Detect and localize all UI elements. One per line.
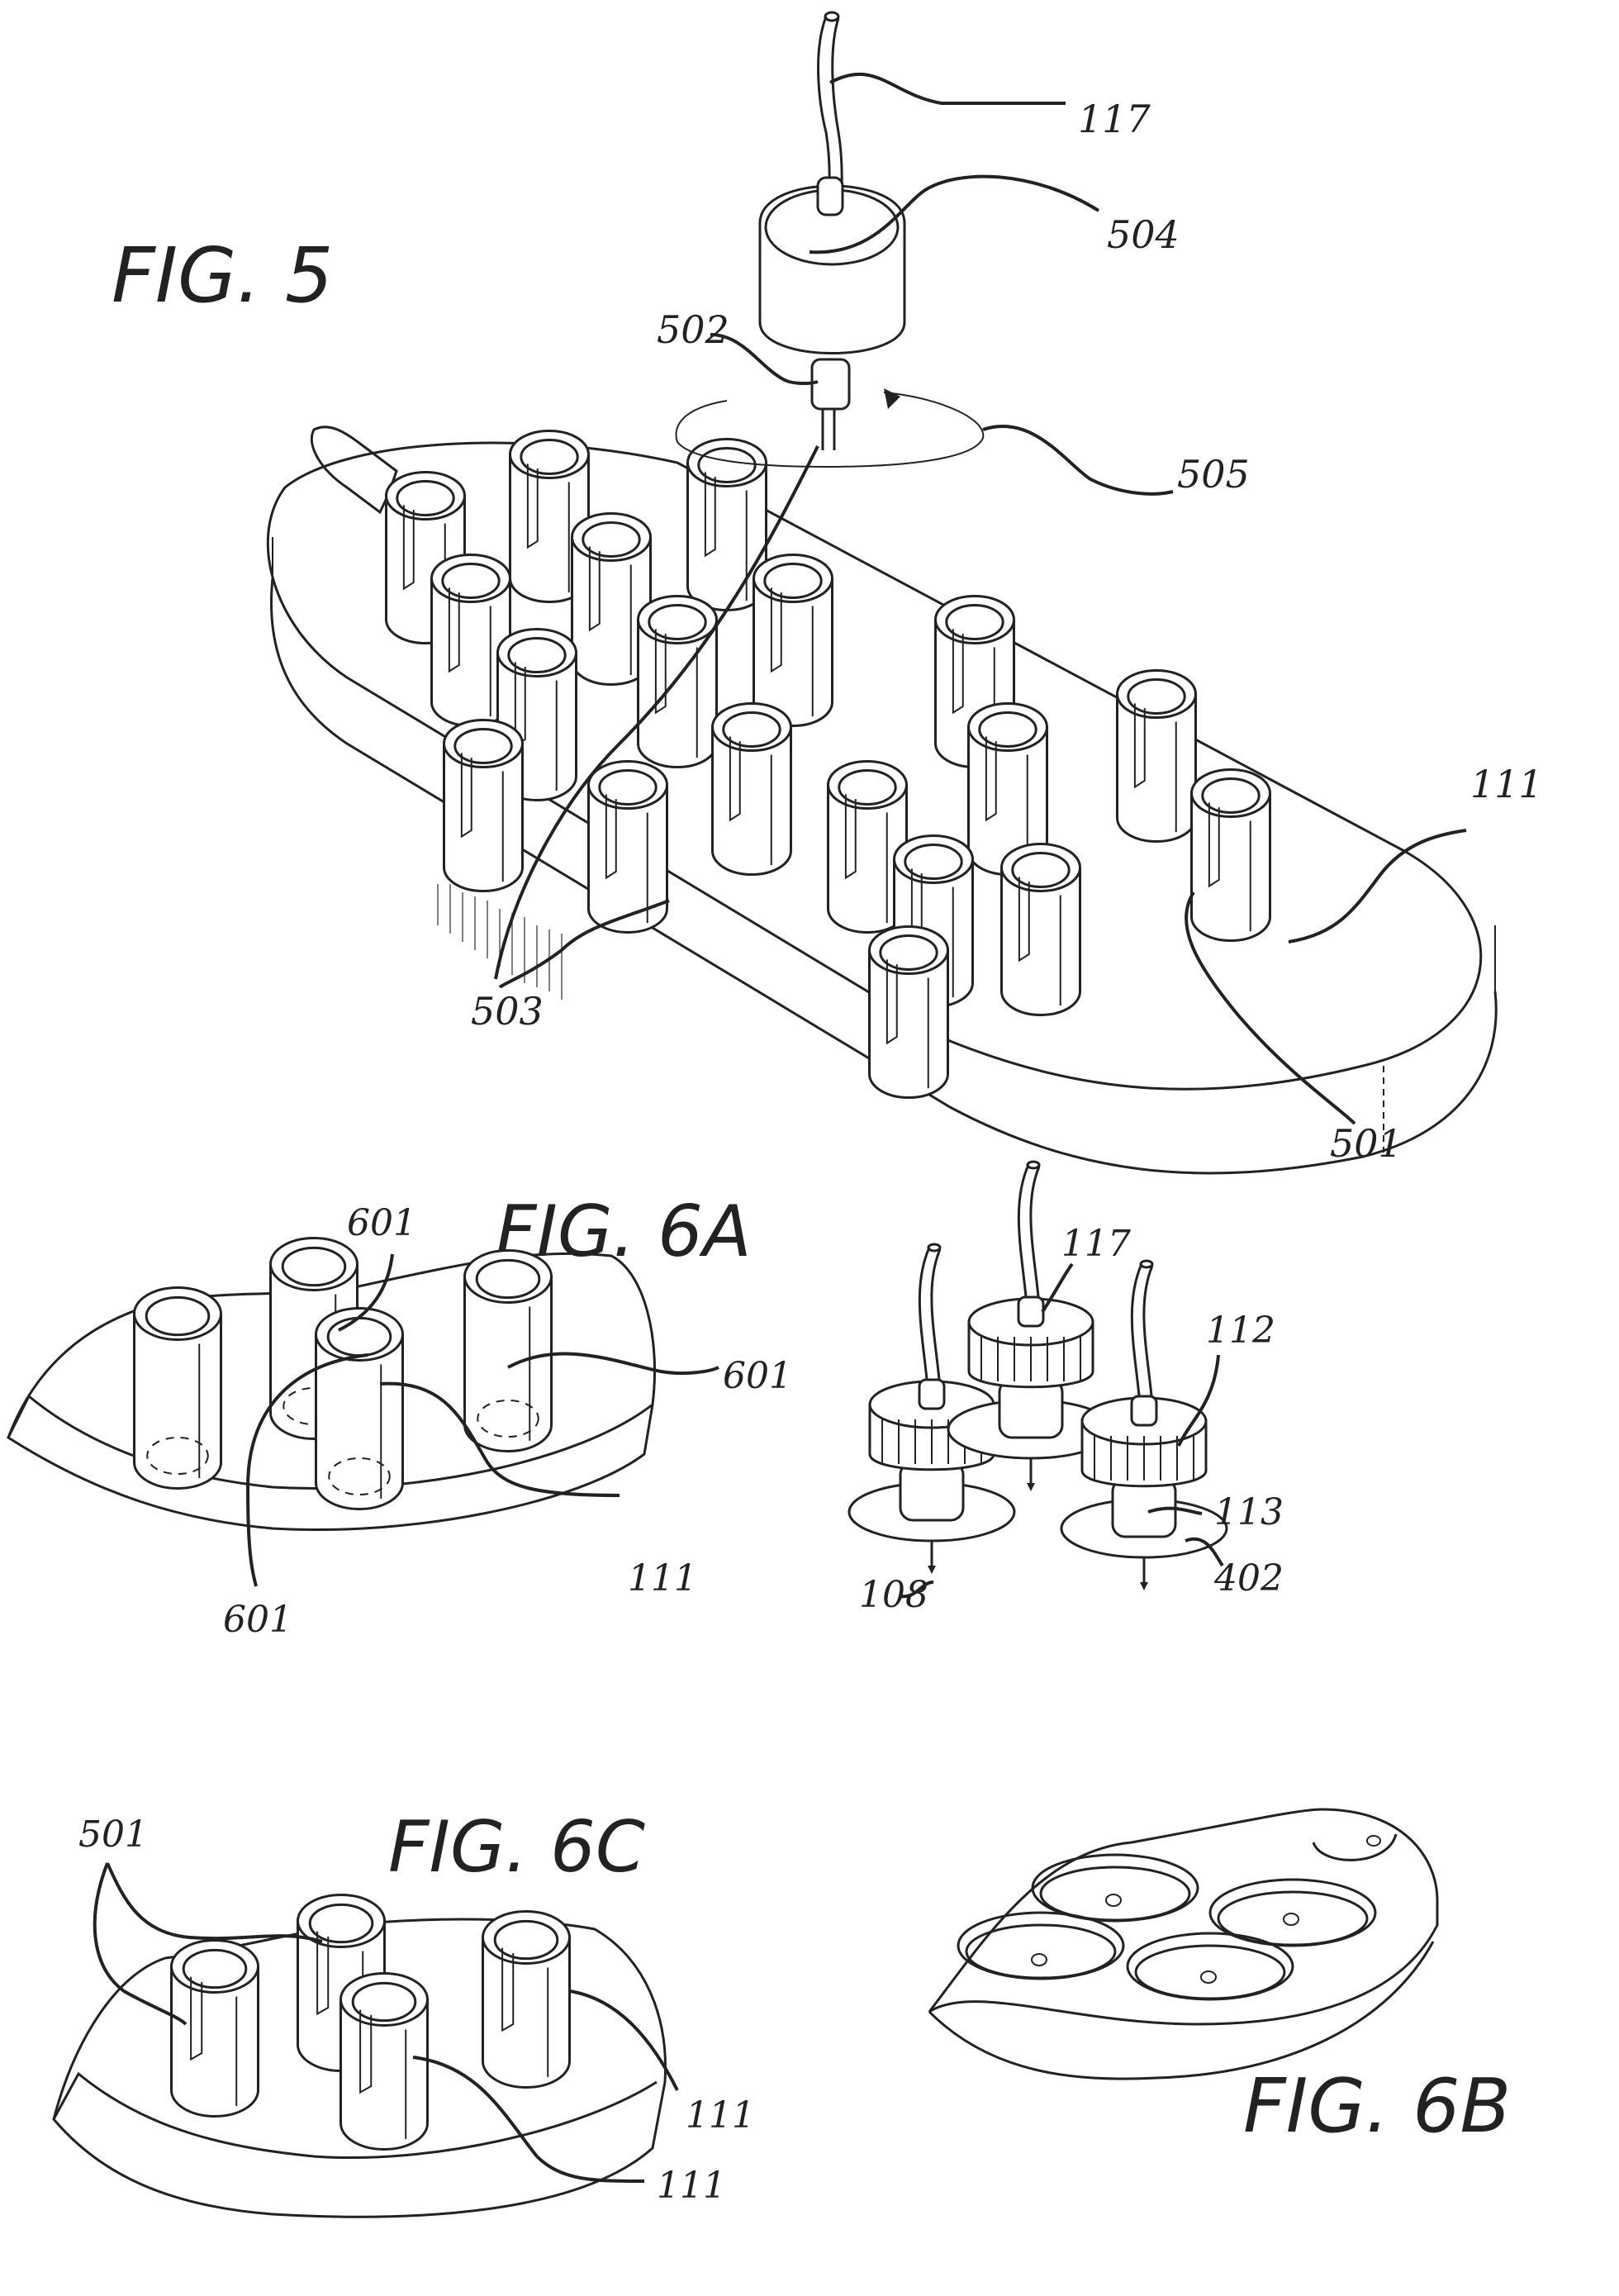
fig5-vial <box>1118 671 1196 842</box>
fig6a-ref-111: 111 <box>628 1557 697 1600</box>
figure-5: FIG. 5 <box>112 12 1543 1173</box>
fig6b-wells <box>958 1834 1396 1999</box>
fig5-inlet-tube <box>311 427 396 512</box>
fig6c-label: FIG. 6C <box>388 1806 645 1889</box>
figure-6b: FIG. 6B 117 112 113 402 1 <box>849 1162 1511 2150</box>
fig5-label: FIG. 5 <box>112 231 333 320</box>
fig5-vial <box>754 555 833 726</box>
fig6b-ref-402: 402 <box>1213 1557 1284 1600</box>
fig6b-ref-112: 112 <box>1206 1310 1275 1352</box>
fig6b-label: FIG. 6B <box>1243 2063 1511 2150</box>
fig5-ref-505: 505 <box>1177 452 1250 497</box>
fig5-adapter-502 <box>812 359 849 409</box>
fig6a-ref-601-right: 601 <box>723 1355 792 1397</box>
fig5-vial <box>1002 844 1080 1015</box>
fig6c-vial <box>483 1912 570 2088</box>
fig5-vial <box>639 597 717 768</box>
figure-6c: FIG. 6C 501 111 111 <box>54 1806 755 2217</box>
fig6a-ref-601-bottom: 601 <box>223 1599 292 1641</box>
fig5-ref-117: 117 <box>1078 97 1151 141</box>
fig6c-vial <box>341 1974 428 2150</box>
fig6c-ref-501: 501 <box>78 1814 148 1856</box>
fig6c-ref-111-right: 111 <box>686 2094 755 2137</box>
fig6b-well-partial <box>1313 1834 1396 1860</box>
fig6c-vial-array <box>172 1895 570 2150</box>
fig5-ref-502: 502 <box>657 307 729 352</box>
fig5-motor-assembly <box>677 12 984 467</box>
fig6a-vial-array <box>135 1238 552 1509</box>
fig5-shading <box>438 884 562 1000</box>
fig5-ref-504: 504 <box>1107 212 1180 257</box>
fig6c-vial <box>172 1941 259 2117</box>
fig6b-ref-108: 108 <box>859 1574 928 1616</box>
fig6a-vial <box>316 1309 403 1509</box>
fig5-vial <box>713 704 791 875</box>
fig6b-ref-113: 113 <box>1214 1491 1284 1533</box>
fig5-ref-501: 501 <box>1330 1121 1403 1166</box>
fig6c-ref-111-bottom: 111 <box>657 2165 726 2207</box>
fig6a-vial <box>465 1251 552 1452</box>
figure-6a: FIG. 6A 601 601 601 111 <box>8 1191 792 1641</box>
fig5-vial <box>444 720 523 891</box>
fig5-ref-503: 503 <box>471 989 544 1034</box>
fig6a-vial <box>135 1288 221 1489</box>
fig6a-ref-601-top: 601 <box>347 1202 416 1244</box>
fig5-ref-111: 111 <box>1470 762 1543 806</box>
fig5-vial <box>1192 770 1270 941</box>
fig6b-ref-117: 117 <box>1061 1223 1131 1265</box>
fig5-vial <box>870 927 948 1098</box>
fig6b-needle-assemblies <box>849 1162 1227 1590</box>
